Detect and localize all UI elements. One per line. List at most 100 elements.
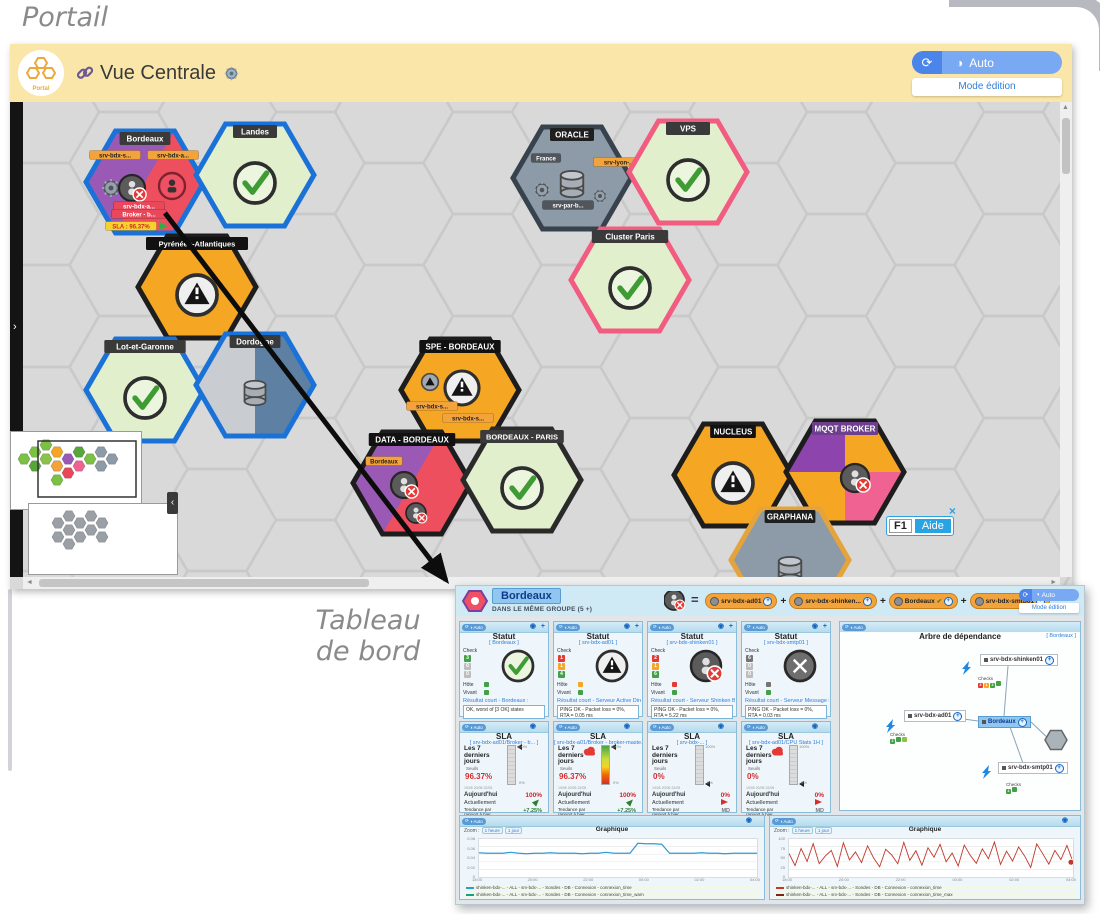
host-tag[interactable]: Bordeaux✔+ [888,593,958,609]
zoom-option-button[interactable]: 1 jour [504,827,523,834]
eye-icon[interactable]: ◉ [1061,817,1068,824]
hex-lot-et-garonne[interactable]: Lot-et-Garonne [83,336,207,444]
hex-tag[interactable] [147,150,199,160]
eye-icon[interactable]: ◉ [529,723,536,730]
tree-node[interactable]: Bordeaux+ [978,716,1031,728]
result-label[interactable]: Résultat court - Serveur Active Direc... [557,698,641,704]
panel-auto-toggle[interactable]: ⟳◑Auto [556,623,580,631]
hex-vps[interactable]: VPS [626,118,750,226]
panel-host-link[interactable]: [ srv-bdx-ad01 ] [578,640,618,646]
zoom-option-button[interactable]: 1 heure [481,827,503,834]
panel-auto-toggle[interactable]: ⟳◑Auto [842,623,866,631]
add-icon[interactable]: + [540,623,545,630]
hex-landes[interactable]: Landes [193,121,317,229]
zoom-option-button[interactable]: 1 heure [791,827,813,834]
panel-host-link[interactable]: [ srv-bdx-smtp01 ] [763,640,808,646]
dashboard-auto-toggle[interactable]: ⟳ ◑ Auto [1019,589,1079,601]
hex-nucleus[interactable]: NUCLEUS [671,421,795,529]
tree-node[interactable]: srv-bdx-shinken01+ [980,654,1059,666]
minimap[interactable] [10,431,142,510]
help-button[interactable]: F1 Aide × [886,504,956,536]
scroll-up-icon[interactable]: ▲ [1062,104,1069,111]
panel-auto-toggle[interactable]: ⟳◑Auto [744,623,768,631]
eye-icon[interactable]: ◉ [529,623,536,630]
refresh-icon[interactable]: ⟳ [912,51,942,74]
tree-node[interactable]: srv-bdx-smtp01+ [998,762,1068,774]
panel-auto-toggle[interactable]: ⟳◑Auto [744,723,768,731]
portal-logo[interactable]: Portal [18,50,64,96]
refresh-icon[interactable]: ⟳ [1019,589,1032,601]
check-count-badge: 2 [652,655,659,662]
panel-auto-toggle[interactable]: ⟳◑Auto [462,623,486,631]
add-circle-icon[interactable]: + [862,596,872,606]
auto-toggle[interactable]: ⟳ ◑ Auto [912,51,1062,74]
panel-auto-toggle[interactable]: ⟳◑Auto [556,723,580,731]
hex-oracle[interactable]: ORACLEFrancesrv-lyon-...srv-par-b... [510,124,645,232]
vertical-scrollbar[interactable]: ▲ [1060,102,1072,577]
eye-icon[interactable]: ◉ [623,623,630,630]
hex-tag[interactable] [530,153,562,163]
hex-bordeaux[interactable]: Bordeauxsrv-bdx-s...srv-bdx-a...srv-bdx-… [83,128,207,236]
mode-edition-button[interactable]: Mode édition [912,78,1062,96]
result-label[interactable]: Résultat court - Serveur Shinken Bor... [651,698,735,704]
dashboard-mode-edition-button[interactable]: Mode édition [1019,603,1079,613]
result-label[interactable]: Résultat court - Serveur Message le... [745,698,829,704]
minimap-viewport[interactable] [37,440,137,498]
panel-service-link[interactable]: [ srv-bdx-ad01/CPU Stats 1H ] [749,740,823,746]
tree-node[interactable]: srv-bdx-ad01+ [904,710,967,722]
panel-host-link[interactable]: [ Bordeaux ] [489,640,519,646]
horizontal-scroll-thumb[interactable] [39,579,369,587]
vertical-scroll-thumb[interactable] [1062,118,1070,174]
host-tag-label: Bordeaux [904,597,935,605]
help-close-icon[interactable]: × [948,504,956,518]
minimap-collapse-button[interactable]: ‹ [167,492,178,514]
result-label[interactable]: Résultat court - Bordeaux : [463,698,529,704]
add-icon[interactable]: + [728,623,733,630]
add-icon[interactable]: + [634,623,639,630]
dashboard-logo-icon[interactable] [462,588,488,614]
host-tag[interactable]: srv-bdx-ad01+ [705,593,778,609]
hex-mqqt-broker[interactable]: MQQT BROKER [783,418,907,526]
zoom-option-button[interactable]: 1 jour [814,827,833,834]
hex-tag[interactable] [89,150,141,160]
hex-bordeaux-paris[interactable]: BORDEAUX - PARIS [460,426,584,534]
host-tag[interactable]: srv-bdx-shinken...+ [789,593,877,609]
eye-icon[interactable]: ◉ [717,723,724,730]
hex-tag[interactable] [105,221,157,231]
panel-auto-toggle[interactable]: ⟳◑Auto [650,723,674,731]
minimap-secondary[interactable] [28,503,178,575]
hex-cluster-paris[interactable]: Cluster Paris [568,226,692,334]
panel-service-link[interactable]: [ srv-bdx-a01/Broker - broker-maste... ] [554,740,642,746]
panel-auto-toggle[interactable]: ⟳◑Auto [772,817,796,825]
dashboard-title[interactable]: Bordeaux [492,588,561,604]
panel-service-link[interactable]: [ srv-bdx-... ] [676,740,708,746]
seven-days-label: Les 7 [464,745,481,752]
hex-pyrenees[interactable]: Pyrénées-Atlantiques [135,233,259,341]
eye-icon[interactable]: ◉ [623,723,630,730]
add-icon[interactable]: + [822,623,827,630]
scroll-left-icon[interactable]: ◄ [26,579,33,586]
eye-icon[interactable]: ◉ [811,623,818,630]
settings-gear-icon[interactable] [224,66,239,81]
hex-label-bg [666,122,710,135]
panel-host-link[interactable]: [ srv-bdx-shinken01 ] [666,640,718,646]
hex-label: Bordeaux [127,135,164,144]
legend-row: shinken-bdx-... - ALL - srv-bdx-... - So… [774,892,1076,897]
add-circle-icon[interactable]: + [943,596,953,606]
trend-label: Tendance par [464,807,492,812]
hex-spe-bordeaux[interactable]: SPE - BORDEAUXsrv-bdx-s...srv-bdx-s... [398,336,522,444]
add-circle-icon[interactable]: + [763,596,773,606]
eye-icon[interactable]: ◉ [745,817,752,824]
eye-icon[interactable]: ◉ [811,723,818,730]
hex-tag[interactable] [542,200,594,210]
hex-dordogne[interactable]: Dordogne [193,331,317,439]
eye-icon[interactable]: ◉ [717,623,724,630]
panel-auto-toggle[interactable]: ⟳◑Auto [462,723,486,731]
hex-node-icon[interactable] [1044,729,1068,751]
tree-host-link[interactable]: [ Bordeaux ] [1046,633,1076,639]
panel-auto-toggle[interactable]: ⟳◑Auto [650,623,674,631]
panel-service-link[interactable]: [ srv-bdx-ad01/Broker - b... ] [469,740,539,746]
panel-auto-toggle[interactable]: ⟳◑Auto [462,817,486,825]
scroll-right-icon[interactable]: ► [1050,579,1057,586]
